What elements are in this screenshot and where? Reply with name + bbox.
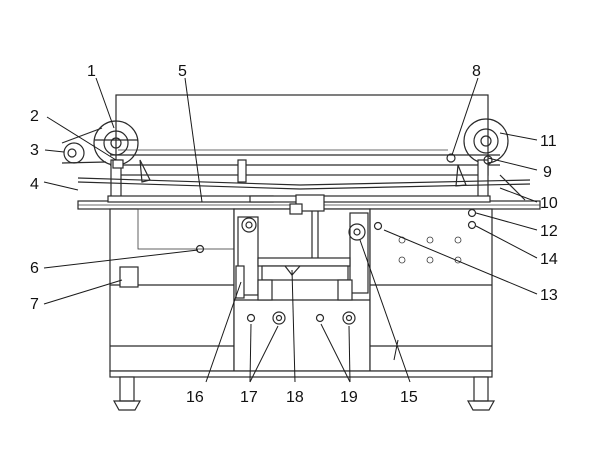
callout-4: 4 [30,176,39,193]
base [109,370,496,411]
callout-14: 14 [540,251,558,268]
callout-8: 8 [472,63,481,80]
center-bay [233,194,371,372]
callout-5: 5 [178,63,187,80]
callout-1: 1 [87,63,96,80]
belt [77,174,531,201]
callout-3: 3 [30,142,39,159]
callout-19: 19 [340,389,358,406]
callout-11: 11 [540,133,557,150]
callout-13: 13 [540,287,558,304]
callout-10: 10 [540,195,558,212]
left-cabinet [109,208,237,372]
callout-17: 17 [240,389,258,406]
callout-12: 12 [540,223,558,240]
callout-6: 6 [30,260,39,277]
callout-16: 16 [186,389,204,406]
right-cabinet [369,208,493,372]
back-panel [115,94,489,176]
callout-9: 9 [543,164,552,181]
callout-labels: 1 2 3 4 5 6 7 8 9 10 11 12 13 14 15 16 1… [30,63,558,406]
callout-15: 15 [400,389,418,406]
leader-lines [43,77,538,383]
upper-frame [110,149,500,183]
callout-18: 18 [286,389,304,406]
callout-7: 7 [30,296,39,313]
small-pulley [61,127,107,164]
callout-2: 2 [30,108,39,125]
